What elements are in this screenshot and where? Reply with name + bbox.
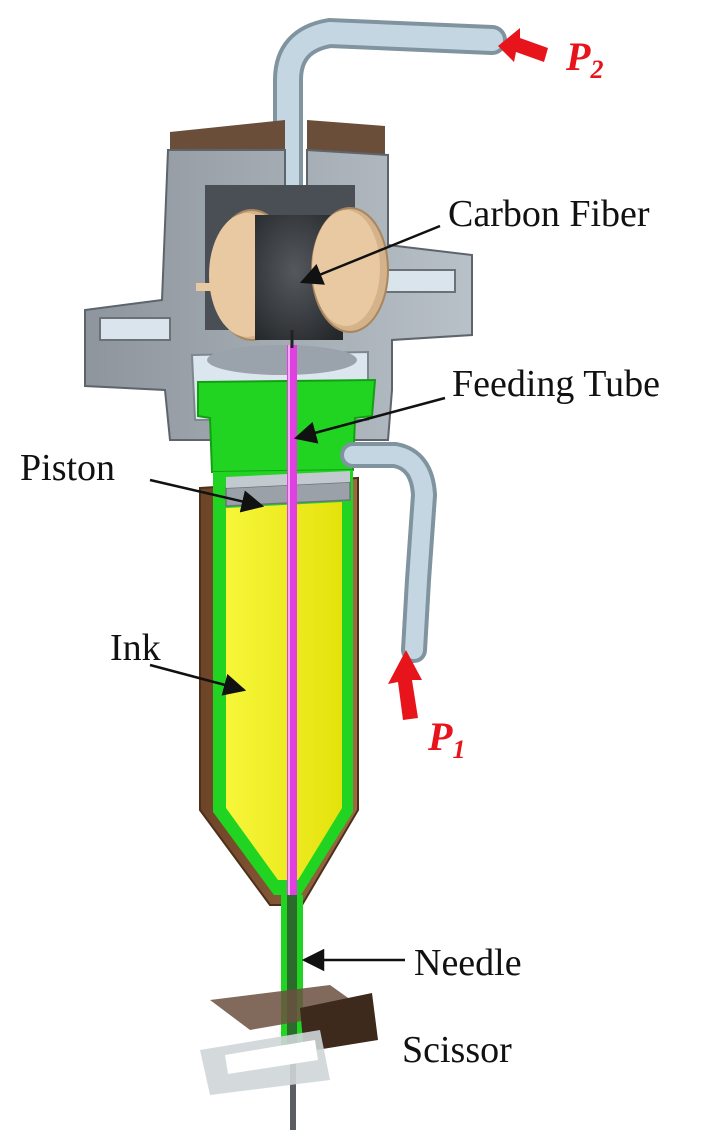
feeding-tube: [287, 345, 297, 905]
label-carbon-fiber: Carbon Fiber: [448, 193, 650, 235]
label-ink: Ink: [110, 627, 161, 669]
lower-air-tube: [340, 442, 438, 663]
label-p2: P2: [565, 34, 603, 84]
ink-reservoir: [226, 502, 342, 880]
p1-pressure-arrow: [388, 650, 422, 720]
label-piston: Piston: [20, 447, 115, 489]
label-scissor: Scissor: [402, 1029, 512, 1071]
p2-pressure-arrow: [498, 28, 548, 62]
piston-arrow: [149, 478, 265, 513]
upper-air-tube: [273, 17, 507, 225]
feeding-tube-arrow: [293, 396, 446, 444]
carbon-fiber-arrow: [299, 224, 441, 285]
scissor: [200, 985, 378, 1095]
carbon-fiber-spool: [196, 207, 389, 341]
ink-arrow: [149, 663, 247, 696]
label-needle: Needle: [414, 942, 522, 984]
label-p1: P1: [427, 714, 465, 764]
label-feeding-tube: Feeding Tube: [452, 363, 660, 405]
